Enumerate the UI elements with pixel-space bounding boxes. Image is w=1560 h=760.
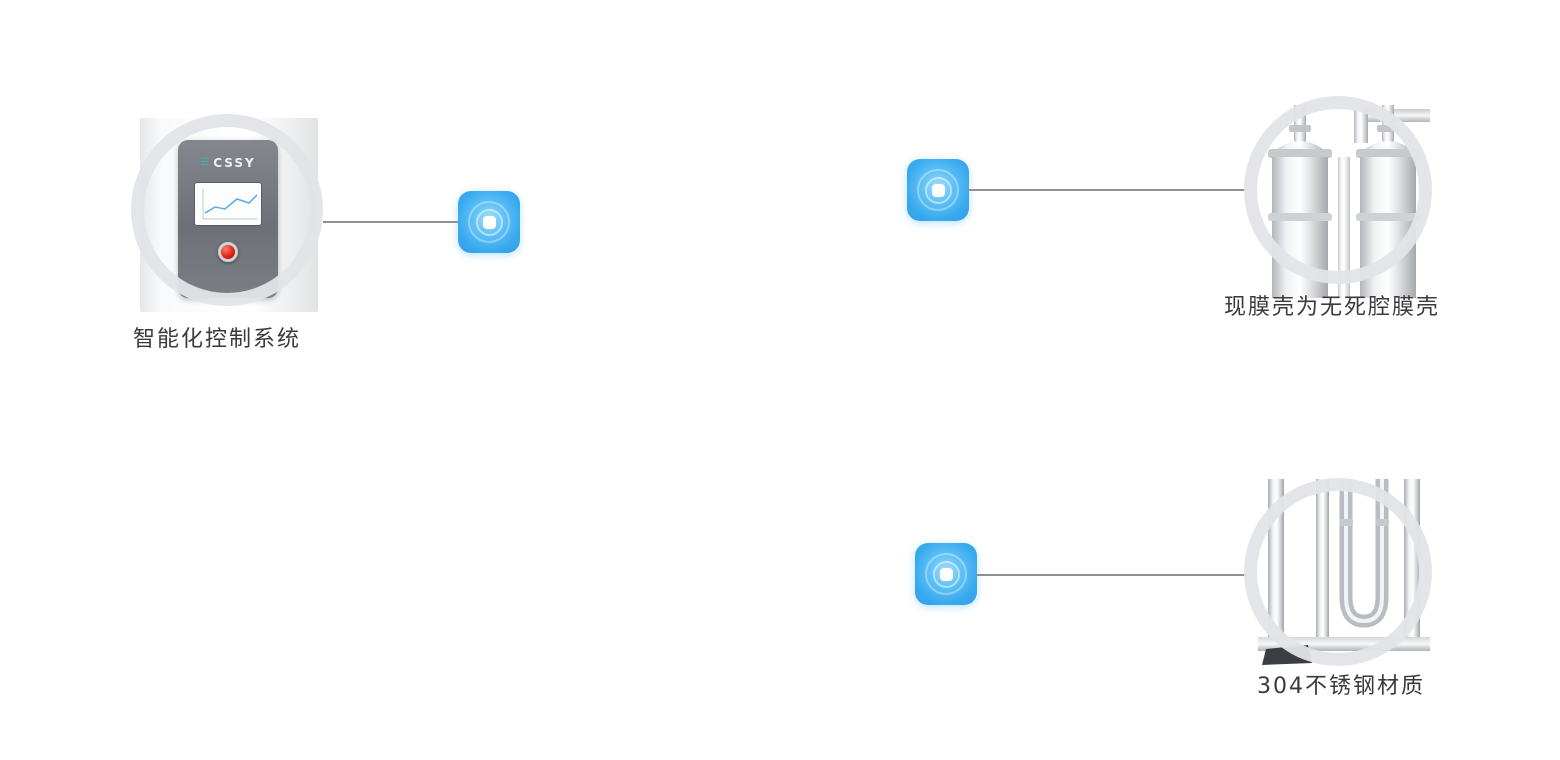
control-panel: ☰ CSSY <box>178 140 278 298</box>
hotspot-inner-ring-icon <box>932 560 960 588</box>
hotspot-dot-icon <box>939 567 953 581</box>
hotspot-outer-ring-icon <box>925 553 967 595</box>
power-button-icon <box>218 242 238 262</box>
hotspot-inner-ring-icon <box>924 176 952 204</box>
brand-logo-text: CSSY <box>213 156 256 170</box>
hotspot-dot-icon <box>482 215 496 229</box>
control-system-label: 智能化控制系统 <box>133 327 302 352</box>
stainless-steel-label: 304不锈钢材质 <box>1257 674 1425 699</box>
membrane-housing-label: 现膜壳为无死腔膜壳 <box>1224 295 1441 320</box>
brand-logo: ☰ CSSY <box>200 156 255 170</box>
hotspot-outer-ring-icon <box>468 201 510 243</box>
hotspot-stainless-steel[interactable] <box>915 543 977 605</box>
connector-line-membrane <box>968 189 1246 191</box>
hotspot-outer-ring-icon <box>917 169 959 211</box>
brand-logo-icon: ☰ <box>200 157 210 168</box>
connector-line-control <box>323 221 458 223</box>
connector-line-stainless <box>976 574 1246 576</box>
hotspot-control-system[interactable] <box>458 191 520 253</box>
stainless-frame-photo <box>1258 479 1430 667</box>
stainless-frame-illustration <box>1258 479 1430 665</box>
hotspot-inner-ring-icon <box>475 208 503 236</box>
membrane-housing-photo <box>1258 95 1430 298</box>
hotspot-membrane-housing[interactable] <box>907 159 969 221</box>
hotspot-dot-icon <box>931 183 945 197</box>
control-system-photo: ☰ CSSY <box>140 118 318 312</box>
panel-screen <box>194 182 262 226</box>
screen-chart-icon <box>202 189 258 220</box>
membrane-housing-illustration <box>1268 105 1430 298</box>
